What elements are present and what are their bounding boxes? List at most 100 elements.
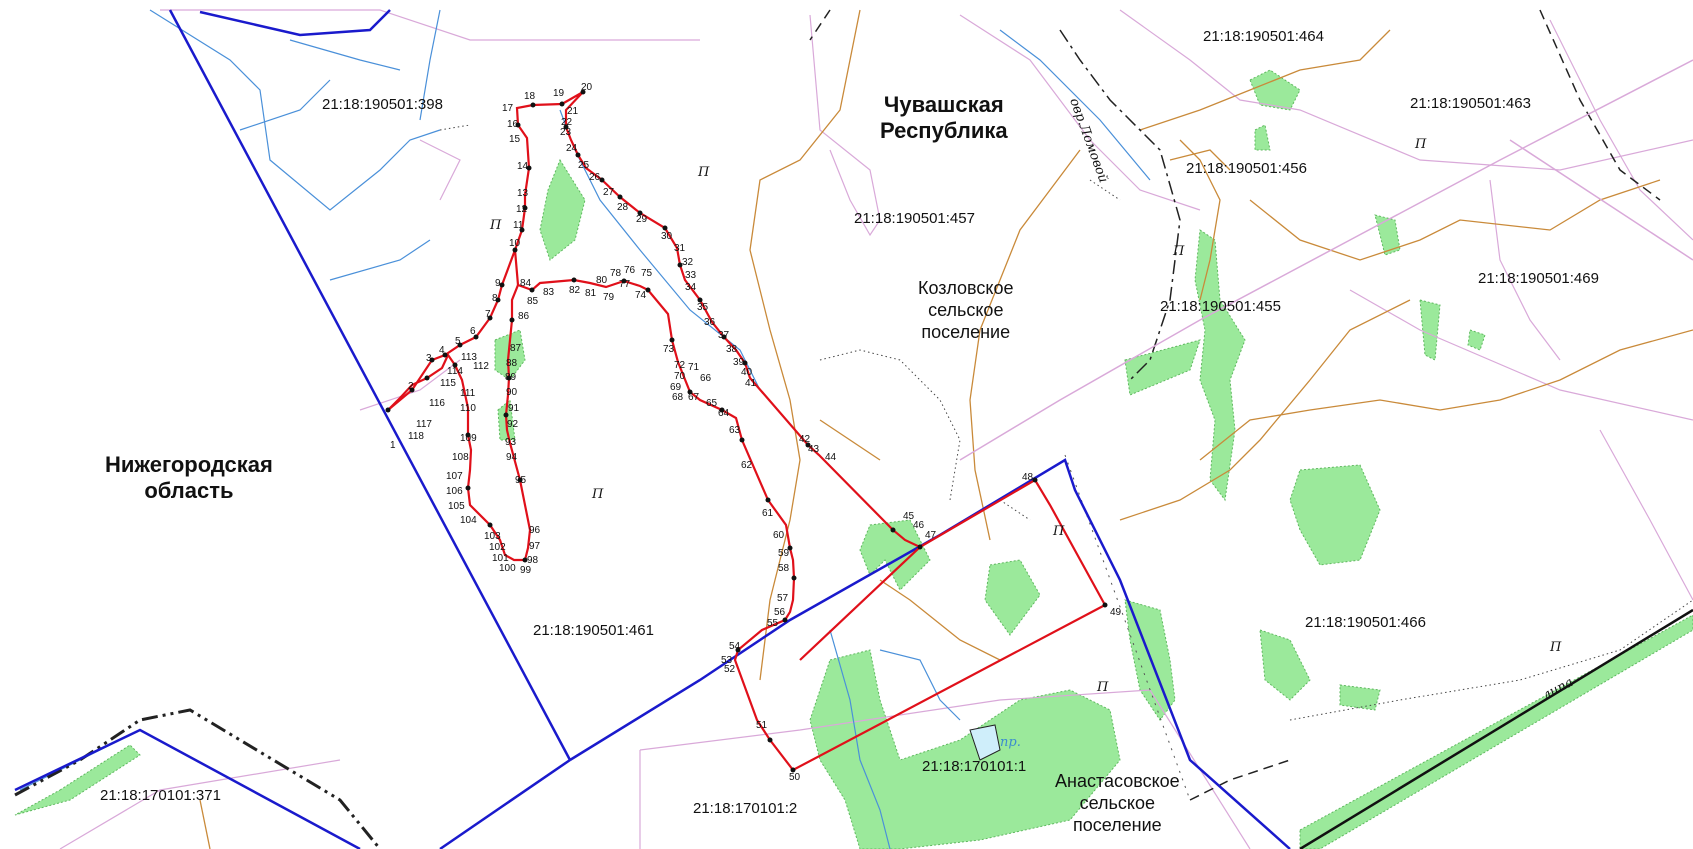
point-label: 73 (663, 344, 675, 355)
region-border (14, 9, 1291, 849)
parcel-label: 21:18:190501:455 (1160, 298, 1281, 315)
point-label: 113 (461, 352, 477, 363)
land-type-label: П (698, 165, 710, 180)
point-label: 33 (685, 270, 697, 281)
point-label: 22 (561, 117, 573, 128)
point-label: 37 (718, 330, 730, 341)
point-label: 62 (741, 460, 753, 471)
point-label: 108 (452, 452, 469, 463)
point-label: 4 (439, 345, 445, 356)
point-label: 92 (507, 419, 519, 430)
point-label: 57 (777, 593, 789, 604)
point-label: 8 (492, 293, 498, 304)
point-label: 20 (581, 82, 593, 93)
point-label: 67 (688, 392, 700, 403)
point-label: 106 (446, 486, 463, 497)
point-label: 91 (508, 403, 520, 414)
point-label: 23 (560, 127, 572, 138)
point-label: 107 (446, 471, 463, 482)
point-label: 55 (767, 618, 779, 629)
point-label: 61 (762, 508, 774, 519)
point-label: 49 (1110, 607, 1122, 618)
point-label: 19 (553, 88, 565, 99)
linden-line (1299, 608, 1693, 849)
point-label: 101 (492, 553, 509, 564)
point-label: 82 (569, 285, 581, 296)
point-label: 88 (506, 358, 518, 369)
ravine-label: овр.Ломовой (1066, 96, 1111, 185)
point-label: 50 (789, 772, 801, 783)
point-label: 90 (506, 387, 518, 398)
point-label: 34 (685, 282, 697, 293)
point-label: 72 (674, 360, 686, 371)
land-type-label: П (1415, 137, 1427, 152)
point-label: 45 (903, 511, 915, 522)
point-label: 32 (682, 257, 694, 268)
point-label: 77 (619, 279, 631, 290)
point-label: 68 (672, 392, 684, 403)
point-label: 110 (460, 403, 476, 414)
parcel-label: 21:18:190501:457 (854, 210, 975, 227)
point-label: 85 (527, 296, 539, 307)
point-label: 7 (485, 309, 491, 320)
point-label: 54 (729, 641, 741, 652)
boundary-polygon (387, 91, 1107, 772)
roads (14, 9, 1661, 849)
point-label: 84 (520, 278, 532, 289)
point-label: 75 (641, 268, 653, 279)
region-label-chuvash: Чувашская Республика (880, 92, 1008, 143)
point-label: 52 (724, 664, 736, 675)
point-label: 53 (721, 655, 733, 666)
parcel-label: 21:18:190501:398 (322, 96, 443, 113)
point-label: 94 (506, 452, 518, 463)
point-label: 13 (517, 188, 529, 199)
point-label: 117 (416, 419, 432, 430)
land-type-label: П (1173, 244, 1185, 259)
point-label: 105 (448, 501, 465, 512)
point-label: 97 (529, 541, 541, 552)
point-label: 17 (502, 103, 514, 114)
point-label: 48 (1022, 472, 1034, 483)
point-label: 112 (473, 361, 489, 372)
point-label: 39 (733, 357, 745, 368)
point-label: 6 (470, 326, 476, 337)
point-label: 118 (408, 431, 424, 442)
point-label: 87 (510, 343, 522, 354)
parcel-label: 21:18:190501:456 (1186, 160, 1307, 177)
point-label: 99 (520, 565, 532, 576)
point-label: 76 (624, 265, 636, 276)
point-label: 60 (773, 530, 785, 541)
point-label: 47 (925, 530, 937, 541)
point-label: 12 (516, 204, 528, 215)
point-label: 56 (774, 607, 786, 618)
point-label: 116 (429, 398, 445, 409)
point-label: 93 (505, 437, 517, 448)
point-label: 95 (515, 475, 527, 486)
point-label: 111 (460, 388, 476, 399)
point-label: 21 (567, 106, 579, 117)
point-label: 27 (603, 187, 615, 198)
point-label: 66 (700, 373, 712, 384)
pond (969, 724, 1001, 761)
point-label: 114 (447, 366, 463, 377)
point-label: 63 (729, 425, 741, 436)
point-label: 44 (825, 452, 837, 463)
point-label: 80 (596, 275, 608, 286)
land-type-label: П (1550, 640, 1562, 655)
parcel-label: 21:18:170101:2 (693, 800, 798, 817)
point-label: 70 (674, 371, 686, 382)
point-label: 83 (543, 287, 555, 298)
point-label: 42 (799, 434, 811, 445)
point-label: 79 (603, 292, 615, 303)
point-label: 41 (745, 378, 757, 389)
land-type-label: П (490, 218, 502, 233)
point-label: 5 (455, 336, 461, 347)
point-label: 2 (408, 381, 414, 392)
point-label: 1 (390, 440, 396, 451)
parcel-label: 21:18:170101:1 (922, 758, 1027, 775)
point-label: 38 (726, 344, 738, 355)
point-label: 103 (484, 531, 501, 542)
point-label: 14 (517, 161, 529, 172)
settlement-label-kozlovskoe: Козловское сельское поселение (918, 278, 1014, 342)
